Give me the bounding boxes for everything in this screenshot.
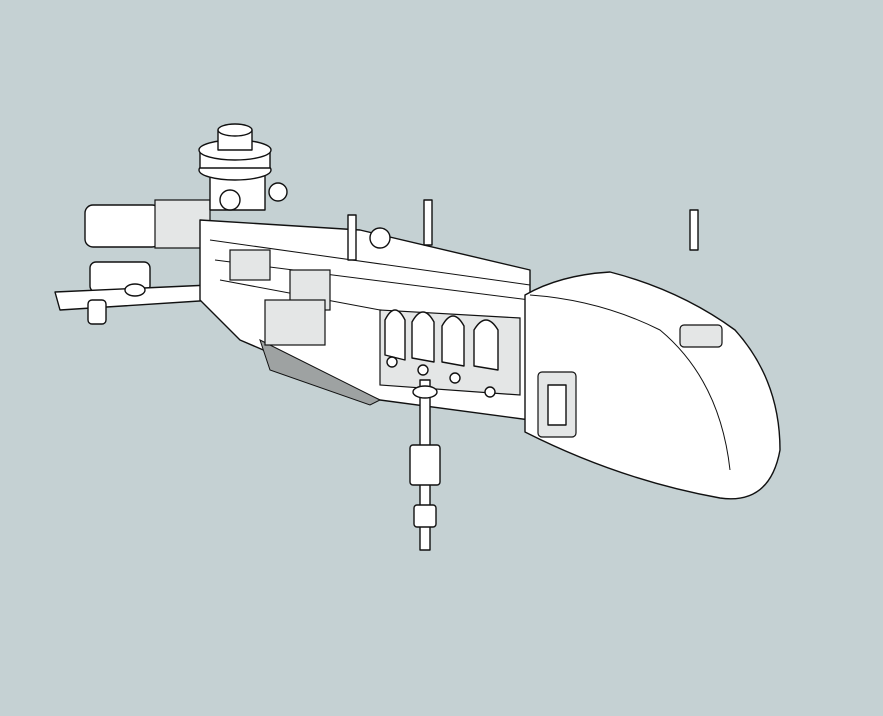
rear-engine-pods	[54, 199, 216, 325]
nose-section	[524, 271, 781, 500]
tower	[198, 123, 288, 211]
arched-bays	[379, 309, 521, 398]
lower-antenna	[409, 379, 441, 551]
